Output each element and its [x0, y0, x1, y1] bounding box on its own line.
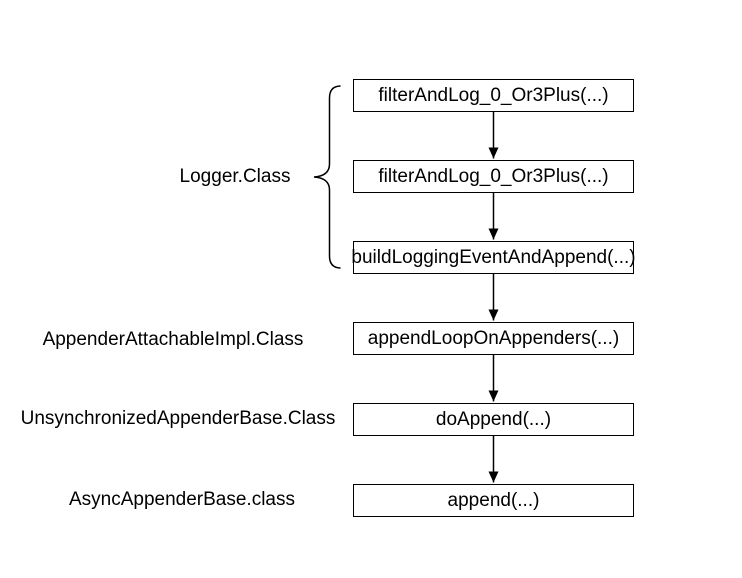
method-box-label: filterAndLog_0_Or3Plus(...) [378, 85, 609, 106]
method-box-append: append(...) [353, 484, 634, 517]
method-box-label: appendLoopOnAppenders(...) [367, 328, 620, 349]
method-box-label: doAppend(...) [435, 409, 552, 430]
method-box-label: append(...) [447, 490, 540, 511]
class-label-unsynchronized-appender-base: UnsynchronizedAppenderBase.Class [20, 408, 336, 429]
class-label-async-appender-base: AsyncAppenderBase.class [68, 489, 295, 510]
method-box-append-loop-on-appenders: appendLoopOnAppenders(...) [353, 322, 634, 355]
method-box-build-logging-event-and-append: buildLoggingEventAndAppend(...) [351, 241, 636, 274]
method-box-label: buildLoggingEventAndAppend(...) [351, 247, 636, 268]
method-box-filter-and-log-1: filterAndLog_0_Or3Plus(...) [353, 79, 634, 112]
class-label-appender-attachable-impl: AppenderAttachableImpl.Class [42, 329, 304, 350]
class-label-logger: Logger.Class [179, 166, 291, 187]
method-box-filter-and-log-2: filterAndLog_0_Or3Plus(...) [353, 160, 634, 193]
method-box-label: filterAndLog_0_Or3Plus(...) [378, 166, 609, 187]
method-box-do-append: doAppend(...) [353, 403, 634, 436]
